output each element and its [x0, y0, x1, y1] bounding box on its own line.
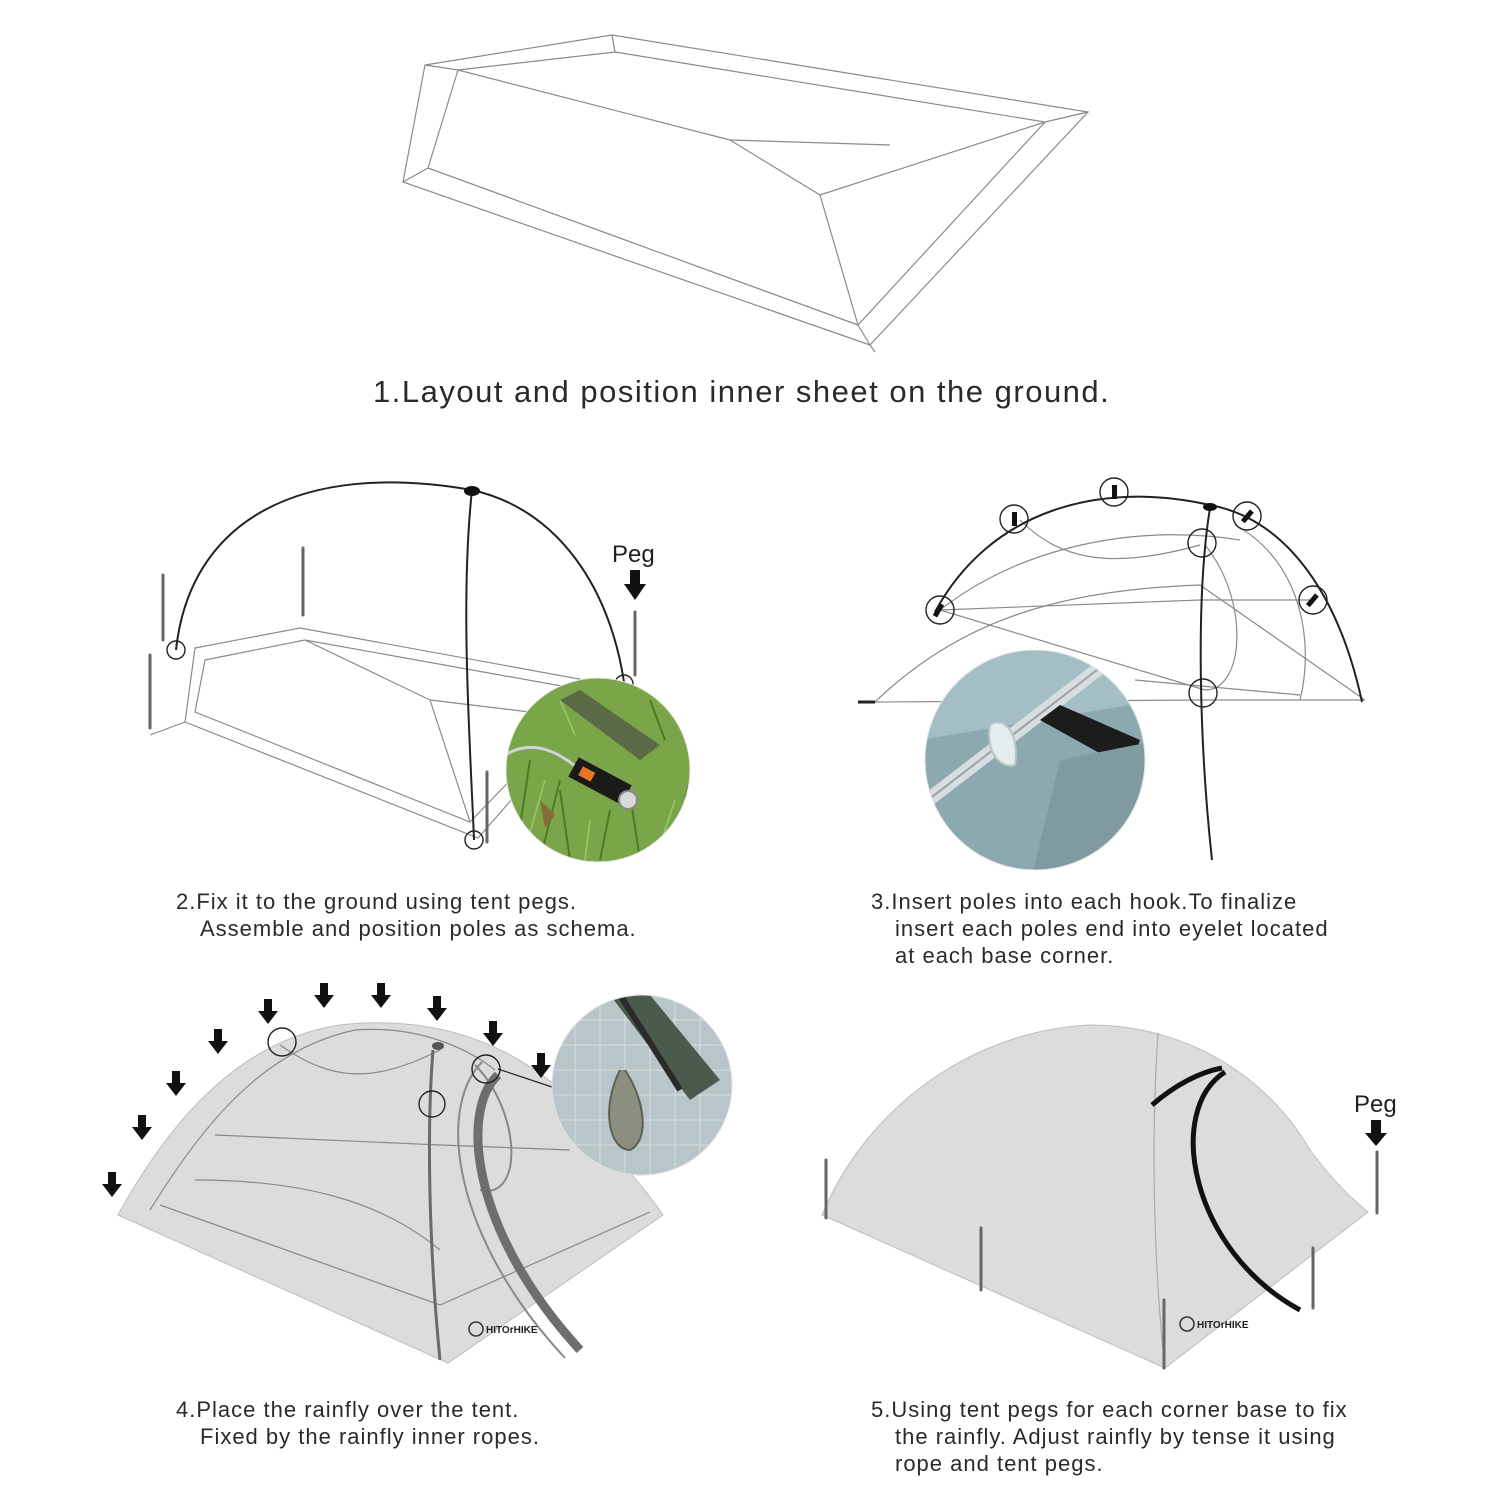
peg-label-2: Peg — [1354, 1091, 1397, 1118]
step-4-line-2: Fixed by the rainfly inner ropes. — [176, 1423, 540, 1450]
svg-text:HITOrHIKE: HITOrHIKE — [486, 1325, 538, 1336]
inner-sheet-illustration — [380, 20, 1120, 360]
step-4-caption: 4.Place the rainfly over the tent. Fixed… — [176, 1396, 540, 1450]
peg-detail-photo — [500, 670, 700, 870]
step-5-caption: 5.Using tent pegs for each corner base t… — [871, 1396, 1348, 1477]
step-1-caption: 1.Layout and position inner sheet on the… — [373, 378, 1110, 405]
step-3-line-3: at each base corner. — [871, 942, 1329, 969]
pole-assembly-illustration: Peg — [130, 450, 700, 870]
rainfly-placement-illustration: HITOrHIKE — [90, 975, 750, 1375]
down-arrow-icon — [1365, 1120, 1387, 1146]
step-3-caption: 3.Insert poles into each hook.To finaliz… — [871, 888, 1329, 969]
step-3-line-2: insert each poles end into eyelet locate… — [871, 915, 1329, 942]
step-2-line-2: Assemble and position poles as schema. — [176, 915, 637, 942]
step-2-line-1: 2.Fix it to the ground using tent pegs. — [176, 888, 637, 915]
hook-insertion-illustration — [850, 470, 1380, 870]
step-2-caption: 2.Fix it to the ground using tent pegs. … — [176, 888, 637, 942]
step-3-line-1: 3.Insert poles into each hook.To finaliz… — [871, 888, 1329, 915]
step-5-line-1: 5.Using tent pegs for each corner base t… — [871, 1396, 1348, 1423]
step-5-line-2: the rainfly. Adjust rainfly by tense it … — [871, 1423, 1348, 1450]
peg-label: Peg — [612, 541, 655, 568]
svg-text:HITOrHIKE: HITOrHIKE — [1197, 1320, 1249, 1331]
step-5-line-3: rope and tent pegs. — [871, 1450, 1348, 1477]
step-1-line-1: 1.Layout and position inner sheet on the… — [373, 378, 1110, 405]
rainfly-pegging-illustration: Peg HITOrHIKE — [810, 1010, 1430, 1380]
step-4-line-1: 4.Place the rainfly over the tent. — [176, 1396, 540, 1423]
hook-detail-photo — [915, 645, 1160, 870]
down-arrow-icon — [624, 570, 646, 600]
